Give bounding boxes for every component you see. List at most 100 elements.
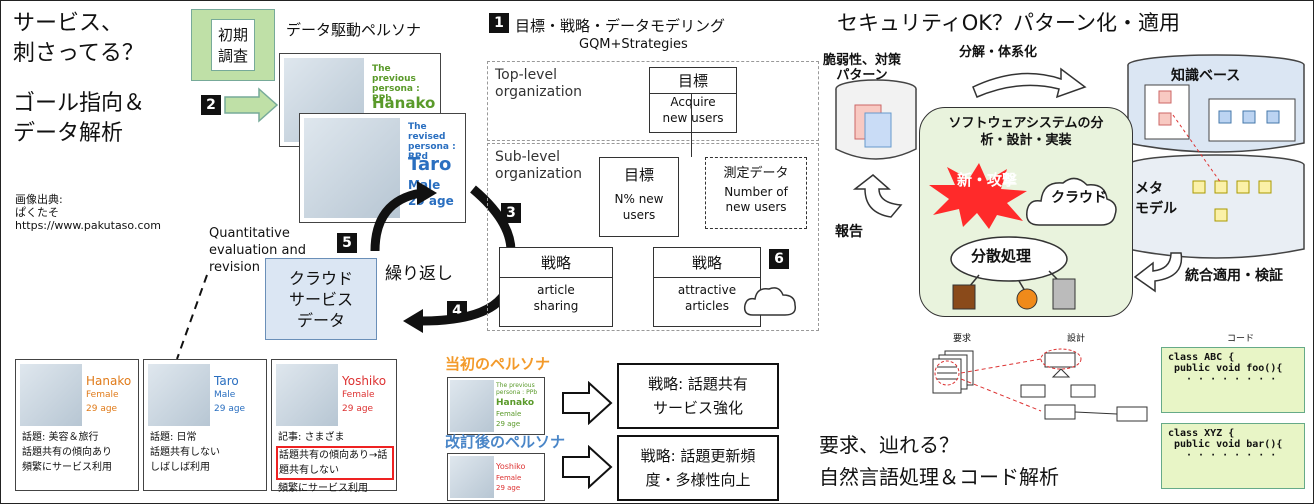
top-goal-text: Acquire new users (662, 95, 724, 125)
persona-card-hanako: Hanako Female 29 age 話題: 美容＆旅行 話題共有の傾向あり… (15, 359, 139, 491)
credit-line3: https://www.pakutaso.com (15, 219, 161, 232)
previous-persona-label: The previous persona : PPb (372, 64, 420, 104)
initial-persona-mini-card: The previous persona : PPb Hanako Female… (447, 377, 545, 435)
trace-title: 要求、辿れる？ 自然言語処理＆コード解析 (819, 429, 1059, 493)
compare-arrow-2 (562, 445, 613, 489)
code-xyz-line1: class XYZ { (1168, 428, 1235, 439)
persona-hanako-line1: 話題: 美容＆旅行 (22, 432, 99, 443)
attack-burst-icon (929, 163, 1027, 229)
revised-persona-name: Taro (408, 154, 452, 175)
strategy-2-title: 戦略 (654, 248, 760, 278)
persona-hanako-notes: 話題: 美容＆旅行 話題共有の傾向あり 頻繁にサービス利用 (22, 430, 112, 475)
sub-goal-title: 目標 (623, 166, 654, 184)
cloud-icon (743, 287, 797, 316)
persona-hanako-line3: 頻繁にサービス利用 (22, 462, 112, 473)
persona-taro-age: 29 age (214, 404, 246, 414)
code-note-xyz: class XYZ { public void bar(){ · · · · ·… (1161, 423, 1305, 489)
gqm-label: GQM+Strategies (579, 37, 688, 52)
software-system-label: ソフトウェアシステムの分 析・設計・実装 (948, 116, 1104, 148)
persona-yoshiko-line2: 話題共有の傾向あり→話題共有しない (276, 446, 394, 480)
persona-taro-notes: 話題: 日常 話題共有しない しばしば利用 (150, 430, 220, 475)
req-label: 要求 (953, 334, 972, 344)
vuln-pattern-db-icon (835, 79, 917, 160)
strategy-box-2: 戦略 attractive articles (653, 247, 761, 327)
initial-survey-label: 初期 調査 (210, 19, 255, 71)
yoshiko-thumbnail (276, 364, 338, 426)
step-badge-6: 6 (769, 249, 789, 269)
persona-card-taro: Taro Male 29 age 話題: 日常 話題共有しない しばしば利用 (143, 359, 267, 491)
top-level-label: Top-level organization (495, 67, 583, 100)
goal-title-line1: ゴール指向＆ (13, 91, 146, 116)
top-goal-title: 目標 (650, 68, 736, 94)
measurement-box: 測定データ Number of new users (705, 157, 807, 229)
cloud-system-label: クラウド (1051, 190, 1107, 206)
mini-rev-sex: Female (496, 474, 522, 482)
distributed-diagram (950, 236, 1076, 310)
persona-card-yoshiko: Yoshiko Female 29 age 記事: さまざま 話題共有の傾向あり… (271, 359, 397, 494)
trace-title-line2: 自然言語処理＆コード解析 (819, 465, 1059, 489)
strategy-compare-1: 戦略: 話題共有 サービス強化 (617, 363, 779, 429)
decompose-arrow (972, 67, 1087, 99)
cloud-system-icon (1026, 177, 1117, 226)
quantitative-label: Quantitative evaluation and revision (209, 226, 306, 275)
step-badge-2: 2 (201, 95, 221, 115)
decompose-label: 分解・体系化 (959, 45, 1038, 60)
code-label: コード (1227, 334, 1255, 344)
persona-title: データ駆動ペルソナ (286, 21, 422, 39)
new-attack-label: 新・攻撃 (957, 171, 1018, 189)
goal-title: ゴール指向＆ データ解析 (13, 89, 145, 149)
modeling-title: 目標・戦略・データモデリング (515, 17, 726, 35)
security-title: セキュリティOK？パターン化・適用 (837, 11, 1180, 35)
left-title-line1: サービス、 (13, 11, 124, 36)
revised-persona-mini-card: Yoshiko Female 29 age (447, 453, 545, 501)
measurement-text: Number of new users (724, 185, 788, 214)
mini-prev-sex: Female (496, 410, 522, 418)
report-label: 報告 (835, 224, 863, 240)
revised-persona-heading: 改訂後のペルソナ (445, 433, 566, 451)
persona-yoshiko-name: Yoshiko (342, 374, 387, 388)
step-badge-5: 5 (337, 233, 357, 253)
persona-taro-sex: Male (214, 390, 236, 400)
persona-yoshiko-line1: 記事: さまざま (278, 432, 345, 443)
persona-hanako-line2: 話題共有の傾向あり (22, 447, 112, 458)
persona-taro-line2: 話題共有しない (150, 447, 220, 458)
revised-persona-label: The revised persona : RPd (408, 122, 456, 162)
left-title: サービス、 刺さってる？ (13, 9, 144, 69)
distributed-label: 分散処理 (971, 247, 1032, 265)
persona-link-dashes (176, 274, 208, 360)
mini-prev-label: The previous persona : PPb (496, 382, 538, 396)
credit-line2: ぱくたそ (15, 206, 59, 219)
image-credit: 画像出典: ぱくたそ https://www.pakutaso.com (15, 193, 161, 232)
strategy-compare-2: 戦略: 話題更新頻 度・多様性向上 (617, 435, 779, 501)
goal-link-line (691, 93, 692, 157)
strategy-box-1: 戦略 article sharing (499, 247, 613, 327)
credit-line1: 画像出典: (15, 193, 63, 206)
code-note-abc: class ABC { public void foo(){ · · · · ·… (1161, 347, 1305, 413)
initial-survey-box: 初期 調査 (191, 9, 275, 81)
sub-level-region (487, 143, 819, 331)
taro-thumbnail (148, 364, 210, 426)
hanako-thumbnail (20, 364, 82, 426)
knowledge-base-db-icon (1127, 54, 1305, 259)
measurement-title: 測定データ (723, 166, 789, 181)
taro-photo (304, 118, 400, 218)
compare-arrow-1 (562, 381, 613, 425)
persona-hanako-sex: Female (86, 390, 119, 400)
mini-rev-age: 29 age (496, 484, 521, 492)
persona-hanako-age: 29 age (86, 404, 118, 414)
knowledge-base-label: 知識ベース (1171, 68, 1241, 84)
step-badge-3: 3 (501, 203, 521, 223)
repeat-label: 繰り返し (385, 264, 453, 284)
revised-persona-sex: Male (408, 178, 441, 192)
traceability-diagram (932, 348, 1148, 422)
strategy-1-title: 戦略 (500, 248, 612, 278)
revised-persona-photo (450, 456, 494, 498)
left-title-line2: 刺さってる？ (13, 41, 144, 66)
goal-title-line2: データ解析 (13, 121, 124, 146)
persona-taro-line1: 話題: 日常 (150, 432, 197, 443)
code-xyz-line2: public void bar(){ (1174, 439, 1283, 450)
initial-persona-photo (450, 380, 494, 432)
design-label: 設計 (1067, 334, 1086, 344)
sub-level-label: Sub-level organization (495, 149, 583, 182)
